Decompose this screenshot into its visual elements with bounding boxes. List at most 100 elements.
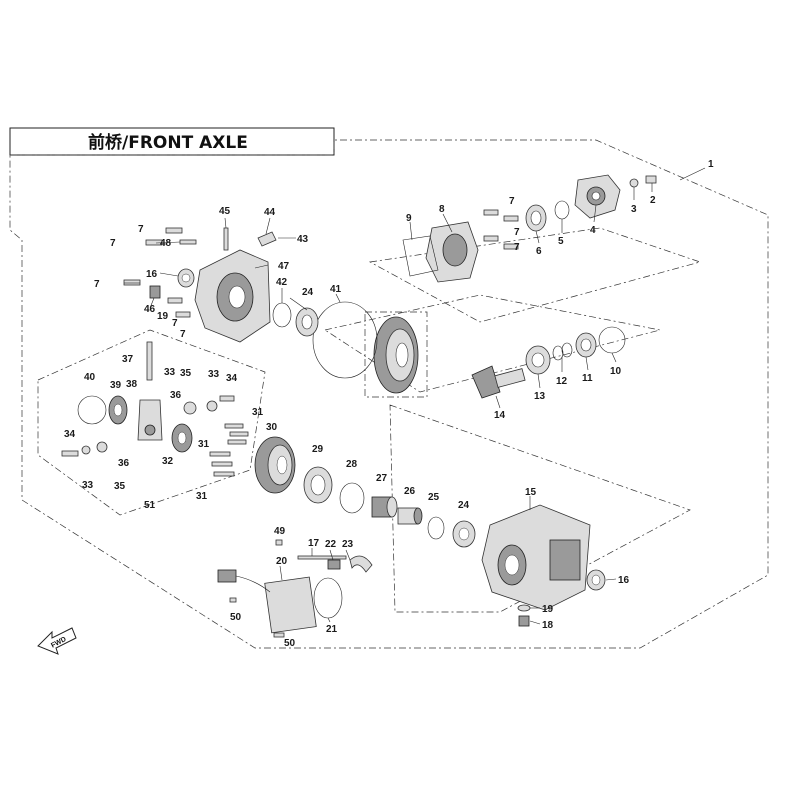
callout-51: 51 [144,500,156,511]
thrust-washer-40 [77,395,107,425]
callout-36: 36 [170,390,182,401]
diff-case [254,436,296,494]
pinion-bearing-11 [575,332,597,358]
large-o-ring [312,301,378,379]
bearing-upper [295,307,319,337]
leader-lines [124,167,706,625]
output-seal [525,204,547,232]
callout-42: 42 [276,277,288,288]
callout-13: 13 [534,391,546,402]
shim-b [552,345,564,361]
callout-5: 5 [558,236,564,247]
callout-31: 31 [252,407,264,418]
shim-a [561,342,573,358]
bolt-34-left [61,450,79,457]
callout-44: 44 [264,207,276,218]
callout-40: 40 [84,372,96,383]
callout-34: 34 [64,429,76,440]
callout-49: 49 [274,526,286,537]
output-flange [574,174,621,219]
title-box [9,127,335,156]
cover-gasket [402,235,439,277]
snap-ring-25 [427,516,445,540]
output-flange-group [368,227,702,323]
diagram-title: 前桥/FRONT AXLE [88,132,248,153]
seal-left [177,268,195,288]
callout-34: 34 [226,373,238,384]
callout-47: 47 [278,261,290,272]
dowel-pin [223,227,229,251]
callout-25: 25 [428,492,440,503]
pinion-o-ring [598,326,626,354]
callout-16: 16 [146,269,158,280]
seal-right [586,569,606,591]
callout-4: 4 [590,225,596,236]
output-cover [425,221,479,283]
callout-8: 8 [439,204,445,215]
ring-gear [373,316,419,394]
bolt-50-lower [273,632,285,638]
bolt-34-right [219,395,235,402]
callout-9: 9 [406,213,412,224]
callout-18: 18 [542,620,554,631]
callout-7: 7 [138,224,144,235]
callout-14: 14 [494,410,506,421]
callout-50: 50 [230,612,242,623]
cover-bolts [483,209,519,250]
fwd-arrow-icon: FWD [37,627,77,655]
callout-20: 20 [276,556,288,567]
callout-24: 24 [302,287,314,298]
washer-35-right [206,400,218,412]
callout-17: 17 [308,538,320,549]
pinion-36-right [183,401,197,415]
callout-1: 1 [708,159,714,170]
callout-15: 15 [525,487,537,498]
callout-2: 2 [650,195,656,206]
callout-7: 7 [110,238,116,249]
callout-28: 28 [346,459,358,470]
callout-7: 7 [514,227,520,238]
callout-29: 29 [312,444,324,455]
callout-33: 33 [208,369,220,380]
callout-24: 24 [458,500,470,511]
callout-35: 35 [180,368,192,379]
side-gear-32 [171,423,193,453]
callout-33: 33 [164,367,176,378]
callout-36: 36 [118,458,130,469]
washer-35 [81,445,91,455]
callout-11: 11 [582,373,593,384]
collar-27 [371,496,398,518]
pinion-gear [471,365,526,399]
housing-group [389,404,691,613]
callout-39: 39 [110,380,122,391]
callout-19: 19 [542,604,554,615]
o-ring-42 [272,302,292,328]
washer-19-lower [517,604,531,612]
ring-28 [339,482,365,514]
sleeve-26 [397,507,423,525]
callout-37: 37 [122,354,134,365]
callout-labels: 1 2 3 4 5 6 7 7 7 7 7 7 7 7 8 9 10 11 12… [64,159,714,649]
callout-35: 35 [114,481,126,492]
callout-48: 48 [160,238,172,249]
vent-49 [275,539,283,546]
callout-12: 12 [556,376,568,387]
callout-32: 32 [162,456,174,467]
callout-43: 43 [297,234,309,245]
side-gear-39 [108,395,128,425]
callout-7: 7 [509,196,515,207]
callout-6: 6 [536,246,542,257]
callout-21: 21 [326,624,338,635]
callout-31: 31 [196,491,208,502]
actuator [217,569,317,634]
callout-27: 27 [376,473,388,484]
axle-housing [481,504,591,611]
o-ring-21 [313,577,343,619]
washer-36 [96,441,108,453]
callout-7: 7 [514,242,520,253]
callout-38: 38 [126,379,138,390]
bearing-29 [303,466,333,504]
callout-45: 45 [219,206,231,217]
